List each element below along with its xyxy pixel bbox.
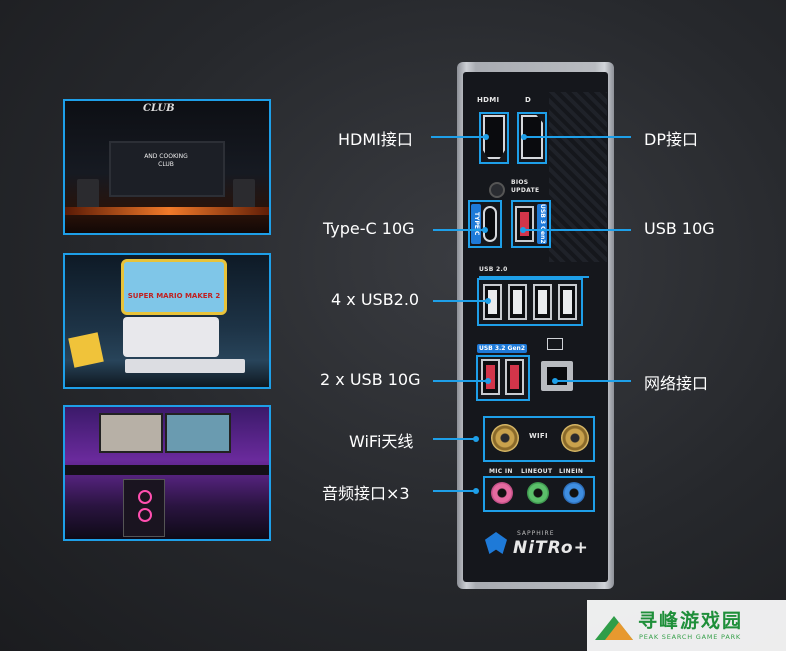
callout-typec: Type-C 10G <box>323 219 415 238</box>
monitor-left <box>99 413 163 453</box>
speaker-left <box>77 179 99 215</box>
rgb-fan <box>138 508 152 522</box>
bios-button <box>489 182 505 198</box>
callout-line-typec <box>433 229 485 231</box>
callout-line-usb20 <box>433 300 488 302</box>
callout-usb2x10g: 2 x USB 10G <box>320 370 421 389</box>
game-screen: SUPER MARIO MAKER 2 <box>121 259 227 315</box>
hdmi-port-label: HDMI <box>477 96 500 104</box>
watermark: 寻峰游戏园 PEAK SEARCH GAME PARK <box>587 600 786 651</box>
wifi-label: WIFI <box>529 432 548 440</box>
callout-audio: 音频接口×3 <box>322 484 410 503</box>
wifi-antenna-right <box>561 424 589 452</box>
callout-dot-audio <box>473 488 479 494</box>
typec-highlight <box>468 200 502 248</box>
keyboard <box>125 359 245 373</box>
callout-dot-typec <box>482 227 488 233</box>
typec-tag: TYPE C <box>471 204 481 244</box>
usb32-highlight <box>476 355 530 401</box>
callout-dot-lan <box>552 378 558 384</box>
usb32-tag: USB 3.2 Gen2 <box>477 344 527 353</box>
bios-label: BIOS UPDATE <box>511 179 540 194</box>
speaker-right <box>233 179 255 215</box>
callout-line-lan <box>556 380 631 382</box>
desk-surface <box>65 465 269 475</box>
callout-line-dp <box>525 136 631 138</box>
callout-line-audio <box>433 490 476 492</box>
usb32-port-1 <box>481 359 500 395</box>
thumbnail-desk-setup: CLUB AND COOKING CLUB <box>63 99 271 235</box>
dp-port-label: D <box>525 96 532 104</box>
io-panel-inner: HDMI D BIOS UPDATE TYPE C USB 3 Gen2 USB… <box>463 72 608 582</box>
audio-jack-mic <box>491 482 513 504</box>
callout-usb20: 4 x USB2.0 <box>331 290 420 309</box>
usb3-gen2-tag: USB 3 Gen2 <box>537 204 547 244</box>
callout-dp: DP接口 <box>644 130 698 149</box>
mountain-logo-icon <box>595 608 633 642</box>
callout-dot-wifi <box>473 436 479 442</box>
thumbnail-gaming-screen: SUPER MARIO MAKER 2 <box>63 253 271 389</box>
brand-big: NiTRo+ <box>513 538 589 558</box>
typec-port <box>483 206 497 242</box>
audio-jack-linein <box>563 482 585 504</box>
console-body <box>123 317 219 357</box>
io-shield-panel: HDMI D BIOS UPDATE TYPE C USB 3 Gen2 USB… <box>457 62 614 589</box>
callout-usb10g: USB 10G <box>644 219 715 238</box>
audio-jack-lineout <box>527 482 549 504</box>
callout-line-usb2x10g <box>433 380 488 382</box>
callout-hdmi: HDMI接口 <box>338 130 413 149</box>
monitor-logo: AND COOKING CLUB <box>144 153 188 168</box>
callout-dot-usb10g <box>520 227 526 233</box>
usb20-bracket <box>479 276 589 278</box>
callout-lan: 网络接口 <box>644 374 709 393</box>
mountain-orange <box>605 622 633 640</box>
usb32-port-2 <box>505 359 524 395</box>
sapphire-logo-icon <box>485 532 507 554</box>
callout-line-wifi <box>433 438 476 440</box>
hdmi-highlight <box>479 112 509 164</box>
mesh-pattern <box>549 92 607 262</box>
monitor-right <box>165 413 231 453</box>
lan-port <box>541 361 573 391</box>
callout-dot-dp <box>521 134 527 140</box>
usb20-highlight <box>477 278 583 326</box>
watermark-title: 寻峰游戏园 <box>638 610 744 632</box>
usb-10g-port <box>515 206 534 242</box>
pc-case <box>123 479 165 537</box>
wifi-highlight <box>483 416 595 462</box>
thumbnail-rgb-desk <box>63 405 271 541</box>
callout-dot-usb20 <box>485 298 491 304</box>
usb20-port-4 <box>558 284 577 320</box>
callout-dot-usb2x10g <box>485 378 491 384</box>
usb20-port-2 <box>508 284 527 320</box>
network-icon <box>547 338 563 350</box>
club-sign: CLUB <box>143 103 175 114</box>
watermark-subtitle: PEAK SEARCH GAME PARK <box>639 633 741 641</box>
callout-line-hdmi <box>431 136 488 138</box>
usb20-label: USB 2.0 <box>479 266 508 273</box>
game-title: SUPER MARIO MAKER 2 <box>127 292 221 300</box>
audio-label-lineout: LINEOUT <box>521 468 553 475</box>
callout-line-usb10g <box>524 229 631 231</box>
brand-small: SAPPHIRE <box>517 530 555 537</box>
monitor: AND COOKING CLUB <box>109 141 225 197</box>
dp-highlight <box>517 112 547 164</box>
callout-wifi: WiFi天线 <box>349 432 414 451</box>
wifi-antenna-left <box>491 424 519 452</box>
question-block <box>68 332 104 368</box>
audio-label-mic: MIC IN <box>489 468 513 475</box>
rgb-fan <box>138 490 152 504</box>
usb-10g-highlight <box>511 200 551 248</box>
audio-label-linein: LINEIN <box>559 468 584 475</box>
desk-glow <box>65 207 269 215</box>
usb20-port-3 <box>533 284 552 320</box>
callout-dot-hdmi <box>483 134 489 140</box>
audio-highlight <box>483 476 595 512</box>
usb20-port-1 <box>483 284 502 320</box>
